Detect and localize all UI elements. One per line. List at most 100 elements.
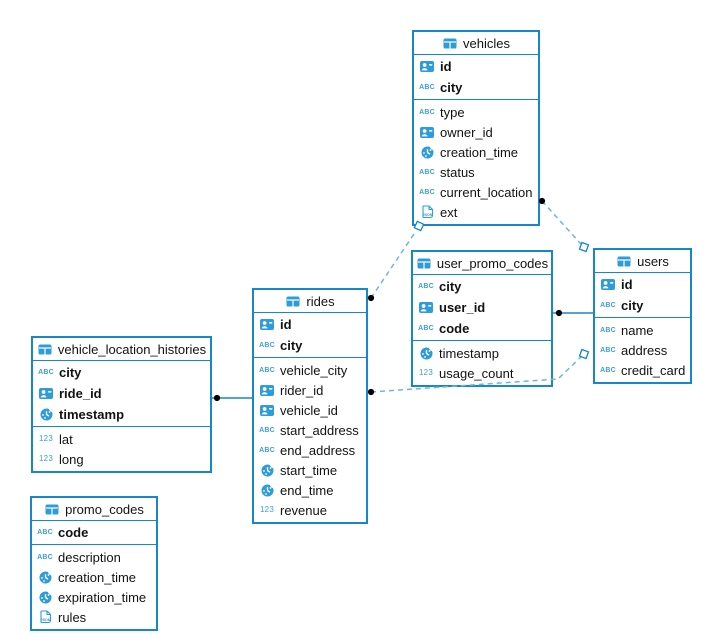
column-row-timestamp[interactable]: timestamp bbox=[33, 404, 210, 425]
column-row-expiration_time[interactable]: expiration_time bbox=[32, 587, 156, 607]
num-icon: 123 bbox=[260, 505, 274, 514]
column-row-owner_id[interactable]: owner_id bbox=[414, 122, 538, 142]
column-name: usage_count bbox=[439, 365, 514, 381]
abc-icon: ABC bbox=[419, 188, 435, 196]
column-name: creation_time bbox=[440, 144, 519, 160]
column-row-start_address[interactable]: ABC start_address bbox=[254, 420, 366, 440]
id-badge-icon bbox=[600, 279, 616, 290]
table-icon bbox=[442, 38, 458, 49]
cardinality-dot bbox=[555, 309, 563, 317]
column-row-id[interactable]: id bbox=[595, 274, 690, 295]
abc-icon: ABC bbox=[418, 283, 434, 290]
column-name: city bbox=[280, 338, 303, 353]
column-row-vehicle_id[interactable]: vehicle_id bbox=[254, 400, 366, 420]
json-icon: JSON bbox=[419, 205, 435, 219]
table-title: promo_codes bbox=[65, 501, 144, 517]
relationship-line bbox=[370, 230, 417, 299]
column-row-id[interactable]: id bbox=[254, 314, 366, 335]
table-header-vehicles[interactable]: vehicles bbox=[414, 32, 538, 55]
id-badge-icon bbox=[38, 388, 54, 399]
column-name: rider_id bbox=[280, 382, 324, 398]
column-name: creation_time bbox=[58, 569, 137, 585]
abc-icon: ABC bbox=[37, 529, 53, 536]
column-row-ride_id[interactable]: ride_id bbox=[33, 383, 210, 404]
relationship-line bbox=[541, 200, 582, 245]
column-name: end_time bbox=[280, 482, 334, 498]
column-name: lat bbox=[59, 431, 73, 447]
column-row-rider_id[interactable]: rider_id bbox=[254, 380, 366, 400]
column-row-start_time[interactable]: start_time bbox=[254, 460, 366, 480]
column-row-creation_time[interactable]: creation_time bbox=[32, 567, 156, 587]
column-name: vehicle_city bbox=[280, 362, 348, 378]
relationship-vehicle_location_histories-rides[interactable] bbox=[211, 394, 252, 402]
table-header-rides[interactable]: rides bbox=[254, 290, 366, 313]
column-name: start_address bbox=[280, 422, 359, 438]
table-title: rides bbox=[306, 293, 335, 309]
table-header-vehicle_location_histories[interactable]: vehicle_location_histories bbox=[33, 338, 210, 361]
abc-icon: ABC bbox=[37, 553, 53, 561]
column-name: end_address bbox=[280, 442, 356, 458]
cardinality-diamond bbox=[578, 348, 590, 360]
abc-icon: ABC bbox=[600, 366, 616, 374]
table-icon bbox=[44, 504, 60, 515]
column-row-timestamp[interactable]: timestamp bbox=[413, 343, 551, 363]
column-name: long bbox=[59, 451, 84, 467]
column-row-end_time[interactable]: end_time bbox=[254, 480, 366, 500]
table-header-promo_codes[interactable]: promo_codes bbox=[32, 498, 156, 521]
abc-icon: ABC bbox=[259, 342, 275, 349]
column-name: city bbox=[59, 365, 82, 380]
table-header-user_promo_codes[interactable]: user_promo_codes bbox=[413, 252, 551, 275]
cardinality-dot bbox=[367, 388, 375, 396]
column-row-creation_time[interactable]: creation_time bbox=[414, 142, 538, 162]
column-row-id[interactable]: id bbox=[414, 56, 538, 77]
cardinality-diamond bbox=[578, 241, 590, 253]
relationship-user_promo_codes-users[interactable] bbox=[553, 309, 593, 317]
column-name: code bbox=[439, 321, 470, 336]
id-badge-icon bbox=[418, 302, 434, 313]
cardinality-dot bbox=[213, 394, 221, 402]
table-header-users[interactable]: users bbox=[595, 250, 690, 273]
relationship-vehicles-users[interactable] bbox=[538, 197, 590, 253]
clock-icon bbox=[259, 484, 275, 497]
column-row-city[interactable]: ABC city bbox=[254, 335, 366, 356]
id-badge-icon bbox=[259, 404, 275, 416]
id-badge-icon bbox=[259, 384, 275, 396]
abc-icon: ABC bbox=[259, 426, 275, 434]
abc-icon: ABC bbox=[419, 108, 435, 116]
column-row-user_id[interactable]: user_id bbox=[413, 297, 551, 318]
column-name: city bbox=[440, 80, 463, 95]
table-icon bbox=[37, 344, 53, 355]
